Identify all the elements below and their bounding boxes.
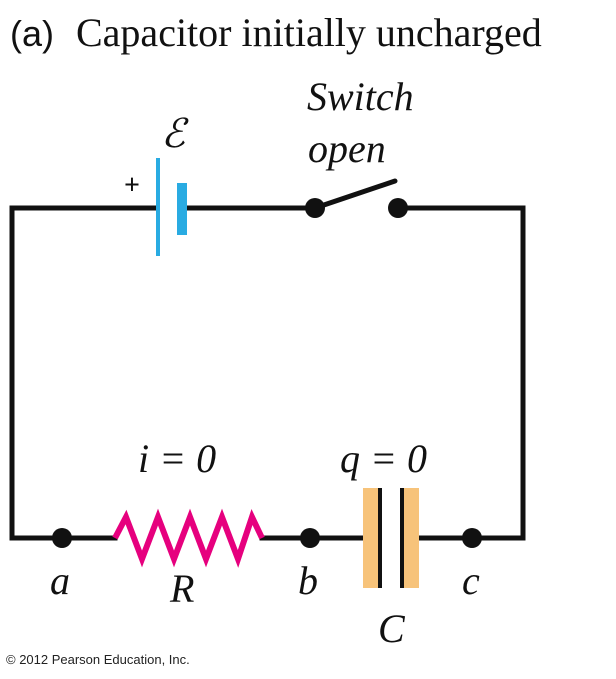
resistor: i = 0 R <box>112 436 265 611</box>
panel-label: (a) <box>10 13 54 54</box>
capacitor: q = 0 C <box>340 436 427 651</box>
switch-contact-left <box>305 198 325 218</box>
switch-lever <box>312 178 398 211</box>
capacitor-label: C <box>378 606 406 651</box>
battery: + ℰ <box>124 111 189 256</box>
circuit-wires <box>9 205 526 541</box>
node-b-dot <box>300 528 320 548</box>
capacitor-plate-left-fill <box>363 488 381 588</box>
node-b-label: b <box>298 558 318 603</box>
resistor-zigzag <box>112 508 265 568</box>
charge-label: q = 0 <box>340 436 427 481</box>
circuit-nodes: a b c <box>50 528 482 603</box>
node-c-dot <box>462 528 482 548</box>
switch: Switch open <box>305 74 414 218</box>
capacitor-plate-right-fill <box>401 488 419 588</box>
switch-label-line1: Switch <box>307 74 414 119</box>
battery-short-plate <box>177 183 187 235</box>
switch-label-line2: open <box>308 126 386 171</box>
resistor-label: R <box>169 566 194 611</box>
current-label: i = 0 <box>138 436 216 481</box>
panel-title: Capacitor initially uncharged <box>76 10 542 55</box>
emf-symbol: ℰ <box>161 111 189 156</box>
node-a-dot <box>52 528 72 548</box>
node-c-label: c <box>462 558 480 603</box>
copyright-notice: © 2012 Pearson Education, Inc. <box>6 652 190 667</box>
node-a-label: a <box>50 558 70 603</box>
battery-plus-sign: + <box>124 170 140 201</box>
switch-contact-right <box>388 198 408 218</box>
